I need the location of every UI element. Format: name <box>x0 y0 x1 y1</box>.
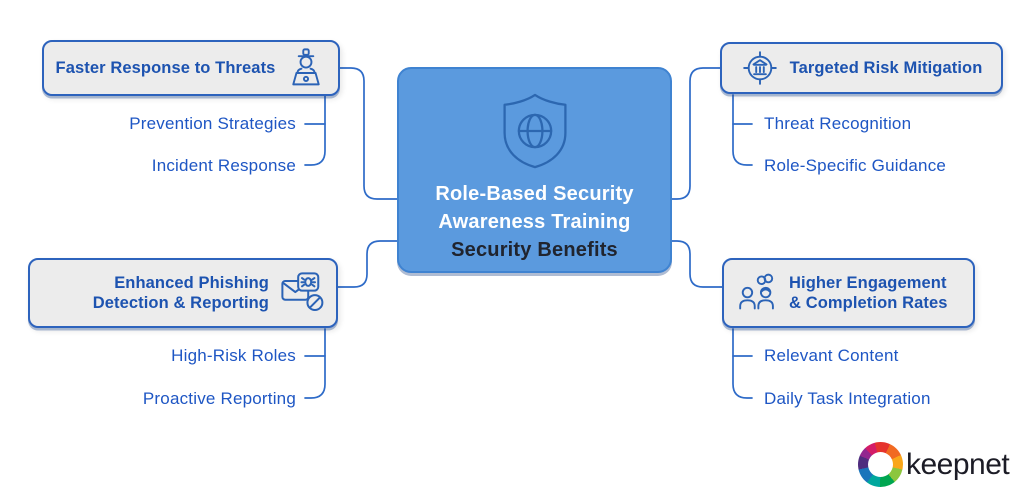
connector-center-to-bottom-left <box>337 240 398 288</box>
phishing-email-blocked-icon <box>281 272 324 312</box>
connector-topleft-children <box>304 95 326 166</box>
team-link-icon <box>739 273 774 310</box>
leaf-incident-response: Incident Response <box>151 156 296 175</box>
branch-risk-mitigation: Targeted Risk Mitigation <box>720 42 1003 94</box>
leaf-proactive-reporting: Proactive Reporting <box>142 389 296 408</box>
leaf-high-risk-roles: High-Risk Roles <box>171 346 296 365</box>
connector-center-to-top-right <box>671 67 721 200</box>
central-node: Role-Based Security Awareness Training S… <box>397 67 672 273</box>
branch-phishing-detection: Enhanced Phishing Detection & Reporting <box>28 258 338 328</box>
branch-phishing-detection-title: Enhanced Phishing Detection & Reporting <box>92 274 269 312</box>
leaf-prevention-strategies: Prevention Strategies <box>129 114 296 133</box>
connector-topright-children <box>732 94 753 166</box>
keepnet-logo: keepnet <box>858 442 1010 487</box>
branch-engagement-title: Higher Engagement & Completion Rates <box>789 274 948 312</box>
keepnet-logo-text: keepnet <box>906 448 1010 481</box>
shield-globe-icon <box>502 93 567 169</box>
connector-bottomleft-children <box>304 328 326 399</box>
leaf-threat-recognition: Threat Recognition <box>764 114 912 133</box>
leaf-daily-task-integration: Daily Task Integration <box>764 389 931 408</box>
leaf-relevant-content: Relevant Content <box>764 346 899 365</box>
branch-risk-mitigation-title: Targeted Risk Mitigation <box>789 59 983 77</box>
central-node-subtitle: Security Benefits <box>451 239 618 261</box>
agent-laptop-icon <box>292 48 321 86</box>
branch-faster-response: Faster Response to Threats <box>42 40 340 96</box>
target-institution-icon <box>742 51 777 85</box>
connector-center-to-top-left <box>339 67 398 200</box>
connector-bottomright-children <box>732 328 753 399</box>
branch-engagement: Higher Engagement & Completion Rates <box>722 258 975 328</box>
central-node-title: Role-Based Security Awareness Training <box>435 183 634 233</box>
leaf-role-specific-guidance: Role-Specific Guidance <box>764 156 947 175</box>
connector-center-to-bottom-right <box>671 240 723 288</box>
branch-faster-response-title: Faster Response to Threats <box>55 59 276 77</box>
keepnet-shutter-icon <box>858 442 903 487</box>
